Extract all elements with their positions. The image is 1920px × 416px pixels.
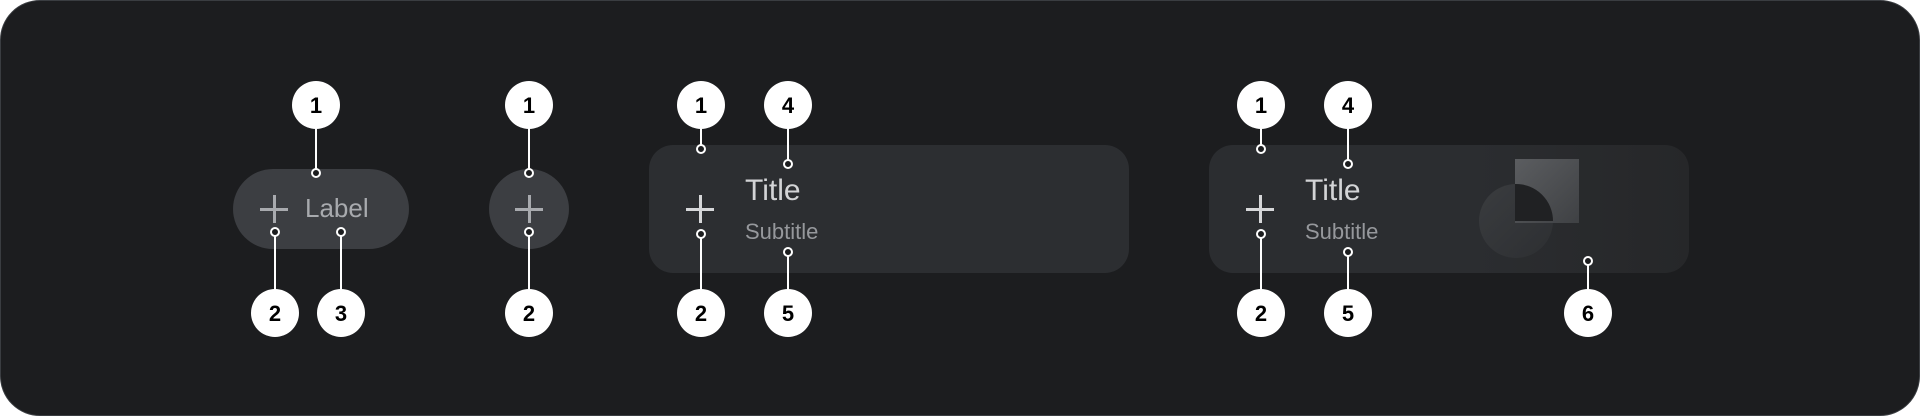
svg-text:2: 2 <box>695 301 707 326</box>
svg-text:3: 3 <box>335 301 347 326</box>
svg-text:4: 4 <box>1342 93 1355 118</box>
callout-badge: 1 <box>1237 81 1285 129</box>
svg-text:1: 1 <box>310 93 322 118</box>
callout-badge: 4 <box>1324 81 1372 129</box>
card-subtitle: Subtitle <box>1305 219 1379 244</box>
svg-text:5: 5 <box>1342 301 1354 326</box>
callout-badge: 2 <box>251 289 299 337</box>
svg-text:6: 6 <box>1582 301 1594 326</box>
plus-icon <box>686 195 714 223</box>
callout-badge: 2 <box>1237 289 1285 337</box>
plus-icon <box>515 195 543 223</box>
card-with-media-example[interactable] <box>1209 145 1689 273</box>
callout-badge: 1 <box>292 81 340 129</box>
svg-text:4: 4 <box>782 93 795 118</box>
card-title: Title <box>1305 174 1361 207</box>
svg-text:2: 2 <box>523 301 535 326</box>
callout-badge: 2 <box>677 289 725 337</box>
card-title: Title <box>745 174 801 207</box>
svg-text:2: 2 <box>1255 301 1267 326</box>
callout-badge: 5 <box>1324 289 1372 337</box>
svg-text:1: 1 <box>1255 93 1267 118</box>
card-subtitle: Subtitle <box>745 219 819 244</box>
card-example[interactable] <box>649 145 1129 273</box>
callout-badge: 1 <box>505 81 553 129</box>
svg-text:1: 1 <box>523 93 535 118</box>
callout-badge: 2 <box>505 289 553 337</box>
chip-label: Label <box>305 193 369 223</box>
plus-icon <box>1246 195 1274 223</box>
callout-badge: 6 <box>1564 289 1612 337</box>
svg-text:2: 2 <box>269 301 281 326</box>
plus-icon <box>260 195 288 223</box>
callout-badge: 5 <box>764 289 812 337</box>
callout-badge: 3 <box>317 289 365 337</box>
svg-text:5: 5 <box>782 301 794 326</box>
callout-badge: 1 <box>677 81 725 129</box>
callout-badge: 4 <box>764 81 812 129</box>
svg-text:1: 1 <box>695 93 707 118</box>
